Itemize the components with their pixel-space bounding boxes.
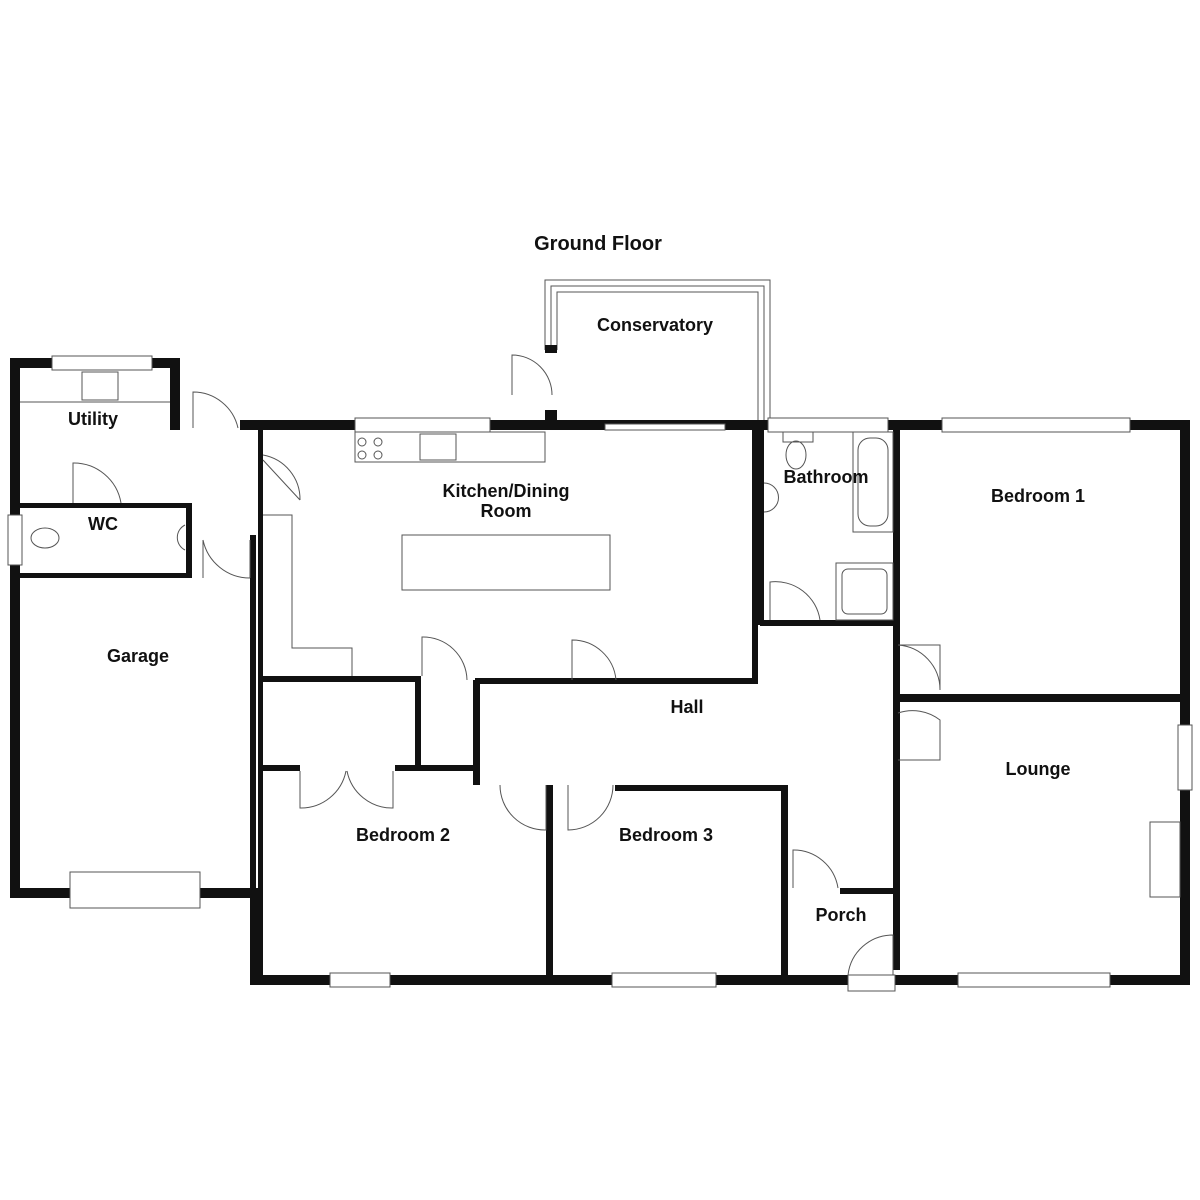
room-label-conservatory: Conservatory — [596, 315, 714, 335]
room-label-wc: WC — [88, 514, 118, 534]
room-label-hall: Hall — [670, 697, 704, 717]
conservatory-frame — [544, 279, 771, 428]
floor-title: Ground Floor — [534, 233, 662, 255]
room-label-utility: Utility — [67, 409, 119, 429]
room-label-bathroom: Bathroom — [783, 467, 869, 487]
room-label-bedroom1: Bedroom 1 — [990, 486, 1086, 506]
doors — [72, 354, 941, 976]
room-label-porch: Porch — [815, 905, 867, 925]
room-label-kitchen: Kitchen/Dining Room — [443, 481, 570, 521]
room-label-garage: Garage — [106, 646, 170, 666]
room-label-kitchen-line2: Room — [480, 501, 532, 521]
room-label-bedroom2: Bedroom 2 — [355, 825, 451, 845]
fittings — [20, 371, 1181, 898]
windows — [7, 355, 1193, 992]
room-label-bedroom3: Bedroom 3 — [618, 825, 714, 845]
room-label-kitchen-line1: Kitchen/Dining — [442, 481, 570, 501]
room-label-lounge: Lounge — [1005, 759, 1071, 779]
